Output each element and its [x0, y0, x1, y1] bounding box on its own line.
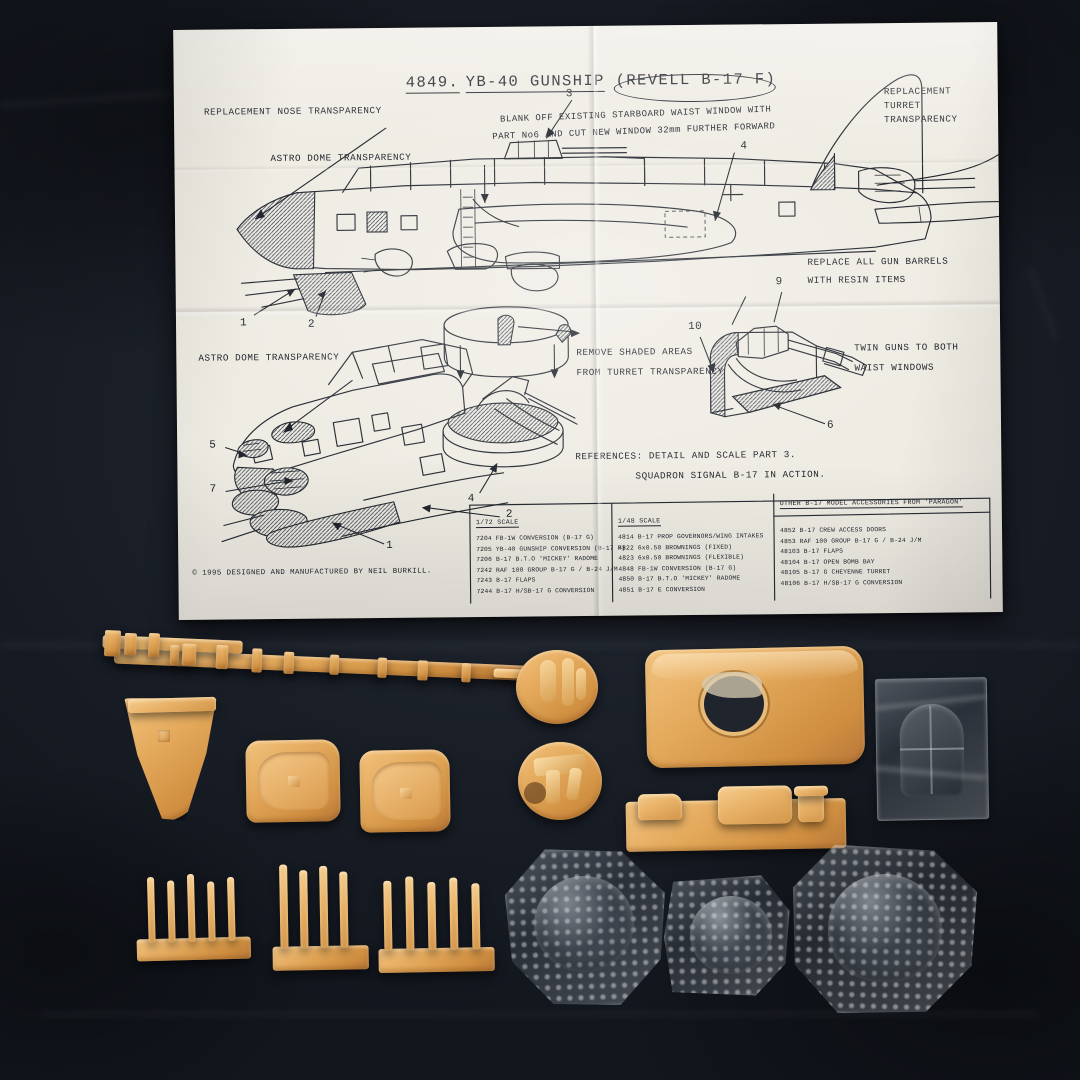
sprue-gate [215, 644, 229, 670]
part-number-marker-6: 6 [826, 419, 835, 432]
turret-interior-shadow [524, 782, 546, 804]
gun-barrel [471, 883, 481, 950]
turret-base-disc-detail [540, 660, 556, 702]
sprue-gate [329, 654, 340, 675]
nose-detail-drawing [220, 339, 508, 548]
part-number-marker-7: 7 [209, 483, 217, 496]
catalog-col1-header: 1/72 SCALE [475, 518, 519, 529]
waist-gun-detail-drawing [700, 291, 867, 425]
waist-gun-mount-panel [717, 785, 793, 825]
sprue-gate [169, 644, 180, 666]
part-number-marker-4: 4 [740, 140, 748, 153]
sprue-gate [124, 632, 137, 656]
instruction-sheet: 4849. YB-40 GUNSHIP (REVELL B-17 F) REPL… [173, 22, 1003, 620]
callout-gun-barrels-line1: REPLACE ALL GUN BARRELS [807, 255, 949, 268]
callout-gun-barrels-line2: WITH RESIN ITEMS [807, 273, 906, 286]
turret-interior-mechanism [546, 770, 560, 804]
gun-rack-base [272, 945, 369, 971]
gun-barrel [186, 873, 196, 943]
catalog-column-2: 1/48 SCALE 4814 B-17 PROP GOVERNORS/WING… [617, 508, 764, 596]
turret-base-disc-detail [576, 668, 586, 700]
sprue-gate [417, 660, 429, 681]
part-number-marker-9: 9 [775, 276, 783, 289]
catalog-item: 48106 B-17 H/SB-17 G CONVERSION [780, 578, 903, 588]
gun-barrel [299, 870, 309, 949]
part-number-marker-10: 10 [688, 320, 703, 334]
gun-barrel [449, 877, 459, 950]
turret-base-disc-detail [562, 658, 574, 706]
callout-twin-guns-line2: WAIST WINDOWS [854, 361, 935, 374]
cheek-blister-left-window [288, 776, 300, 787]
kit-number: 4849. [405, 73, 460, 94]
nose-cone-rim [127, 696, 217, 714]
callout-twin-guns-line1: TWIN GUNS TO BOTH [854, 341, 959, 354]
gun-barrel [405, 876, 415, 951]
instruction-line-art [173, 22, 1003, 620]
gun-barrel [383, 880, 393, 951]
catalog-col2-list: 4814 B-17 PROP GOVERNORS/WING INTAKES 48… [618, 531, 764, 596]
callout-turret-transparency-line2: TURRET [883, 99, 921, 112]
sprue-gate [181, 643, 197, 666]
catalog-col2-header: 1/48 SCALE [617, 517, 661, 527]
references-line1: REFERENCES: DETAIL AND SCALE PART 3. [575, 449, 797, 463]
part-number-marker-2: 2 [307, 318, 316, 331]
waist-gun-mount-post-cap [793, 785, 829, 797]
turret-detail-drawing [442, 306, 581, 493]
part-number-marker-5: 5 [209, 439, 217, 452]
gun-barrel [279, 864, 289, 949]
catalog-column-3: OTHER B-17 MODEL ACCESSORIES FROM 'PARAG… [779, 490, 964, 589]
waist-gun-mount-post [797, 791, 825, 823]
gun-rack-base [378, 946, 495, 974]
sprue-gate [283, 651, 295, 675]
sprue-gate [148, 632, 161, 658]
gun-barrel [226, 876, 236, 942]
callout-astro-dome-lower: ASTRO DOME TRANSPARENCY [198, 351, 340, 364]
gun-barrel [339, 871, 349, 948]
part-number-marker-turret-4: 4 [467, 493, 475, 506]
turret-interior-disc [518, 742, 602, 820]
references-line2: SQUADRON SIGNAL B-17 IN ACTION. [635, 468, 826, 482]
sprue-gate [251, 648, 263, 673]
catalog-col3-header: OTHER B-17 MODEL ACCESSORIES FROM 'PARAG… [779, 498, 963, 510]
gun-rack-small [135, 871, 252, 962]
gun-barrel [319, 865, 329, 948]
waist-gun-mount-bracket [637, 793, 683, 821]
gun-barrel [167, 880, 176, 943]
gun-barrel [207, 881, 216, 942]
b17-side-view [236, 74, 1003, 316]
callout-turret-transparency-line3: TRANSPARENCY [884, 113, 958, 126]
gun-rack-medium [271, 863, 369, 971]
leader-lines-sideview [252, 96, 1003, 317]
kit-name: YB-40 GUNSHIP [465, 71, 605, 94]
nose-cone-window [158, 730, 170, 742]
sprue-gate [377, 657, 388, 678]
catalog-table-rules [470, 492, 991, 603]
callout-nose-transparency: REPLACEMENT NOSE TRANSPARENCY [203, 104, 382, 118]
sprue-gate [461, 663, 472, 683]
callout-turret-transparency-line1: REPLACEMENT [883, 85, 952, 98]
gun-barrel [146, 877, 156, 944]
part-number-marker-1: 1 [239, 317, 248, 330]
part-number-marker-nose-1: 1 [386, 539, 394, 552]
part-number-marker-3: 3 [565, 88, 573, 101]
gun-rack-large [377, 875, 495, 974]
catalog-item: 4851 B-17 E CONVERSION [618, 585, 706, 594]
cheek-blister-right-window [400, 788, 412, 799]
gun-barrel [427, 882, 437, 951]
sprue-gate [104, 630, 122, 657]
catalog-col3-list: 4852 B-17 CREW ACCESS DOORS 4853 RAF 100… [780, 524, 964, 589]
